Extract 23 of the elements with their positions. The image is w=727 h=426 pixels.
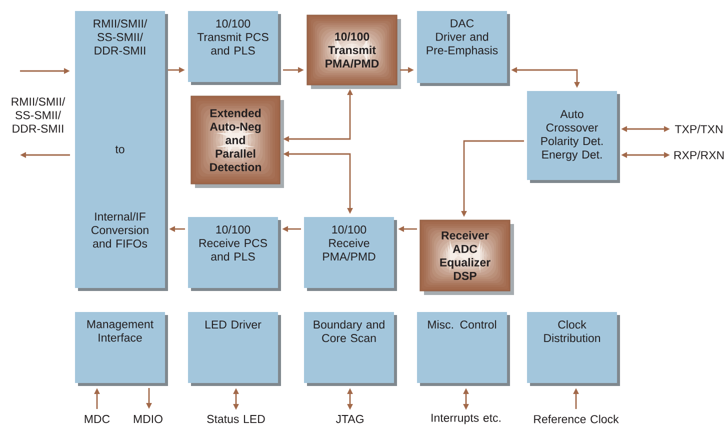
process-box: Auto Crossover Polarity Det. Energy Det. [527,91,620,183]
signal-label: JTAG [336,414,364,424]
signal-label: RXP/RXN [674,150,724,160]
process-box: Misc. Control [417,312,510,386]
process-box: 10/100 Receive PCS and PLS [188,217,281,291]
process-box: 10/100 Transmit PCS and PLS [188,11,281,85]
process-box: DAC Driver and Pre-Emphasis [417,11,510,86]
signal-label: Status LED [207,414,265,424]
process-box: Management Interface [75,312,168,386]
process-box: 10/100 Transmit PMA/PMD [306,14,401,89]
signal-label: TXP/TXN [674,124,722,134]
process-box: Extended Auto-Neg and Parallel Detection [190,96,284,188]
process-box: 10/100 Receive PMA/PMD [304,217,397,291]
process-box: LED Driver [188,312,281,386]
signal-label: MDC [84,414,110,424]
signal-label: RMII/SMII/ SS-SMII/ DDR-SMII [12,97,66,133]
signal-label: Interrupts etc. [432,414,500,424]
signal-label: MDIO [134,414,162,424]
process-box: RMII/SMII/ SS-SMII/ DDR-SMII to Internal/IF Conversion and FIFOs [75,11,168,291]
signal-label: Reference Clock [534,414,619,424]
process-box: Boundary and Core Scan [304,312,397,386]
process-box: Receiver ADC Equalizer DSP [420,220,514,295]
process-box: Clock Distribution [527,312,620,386]
